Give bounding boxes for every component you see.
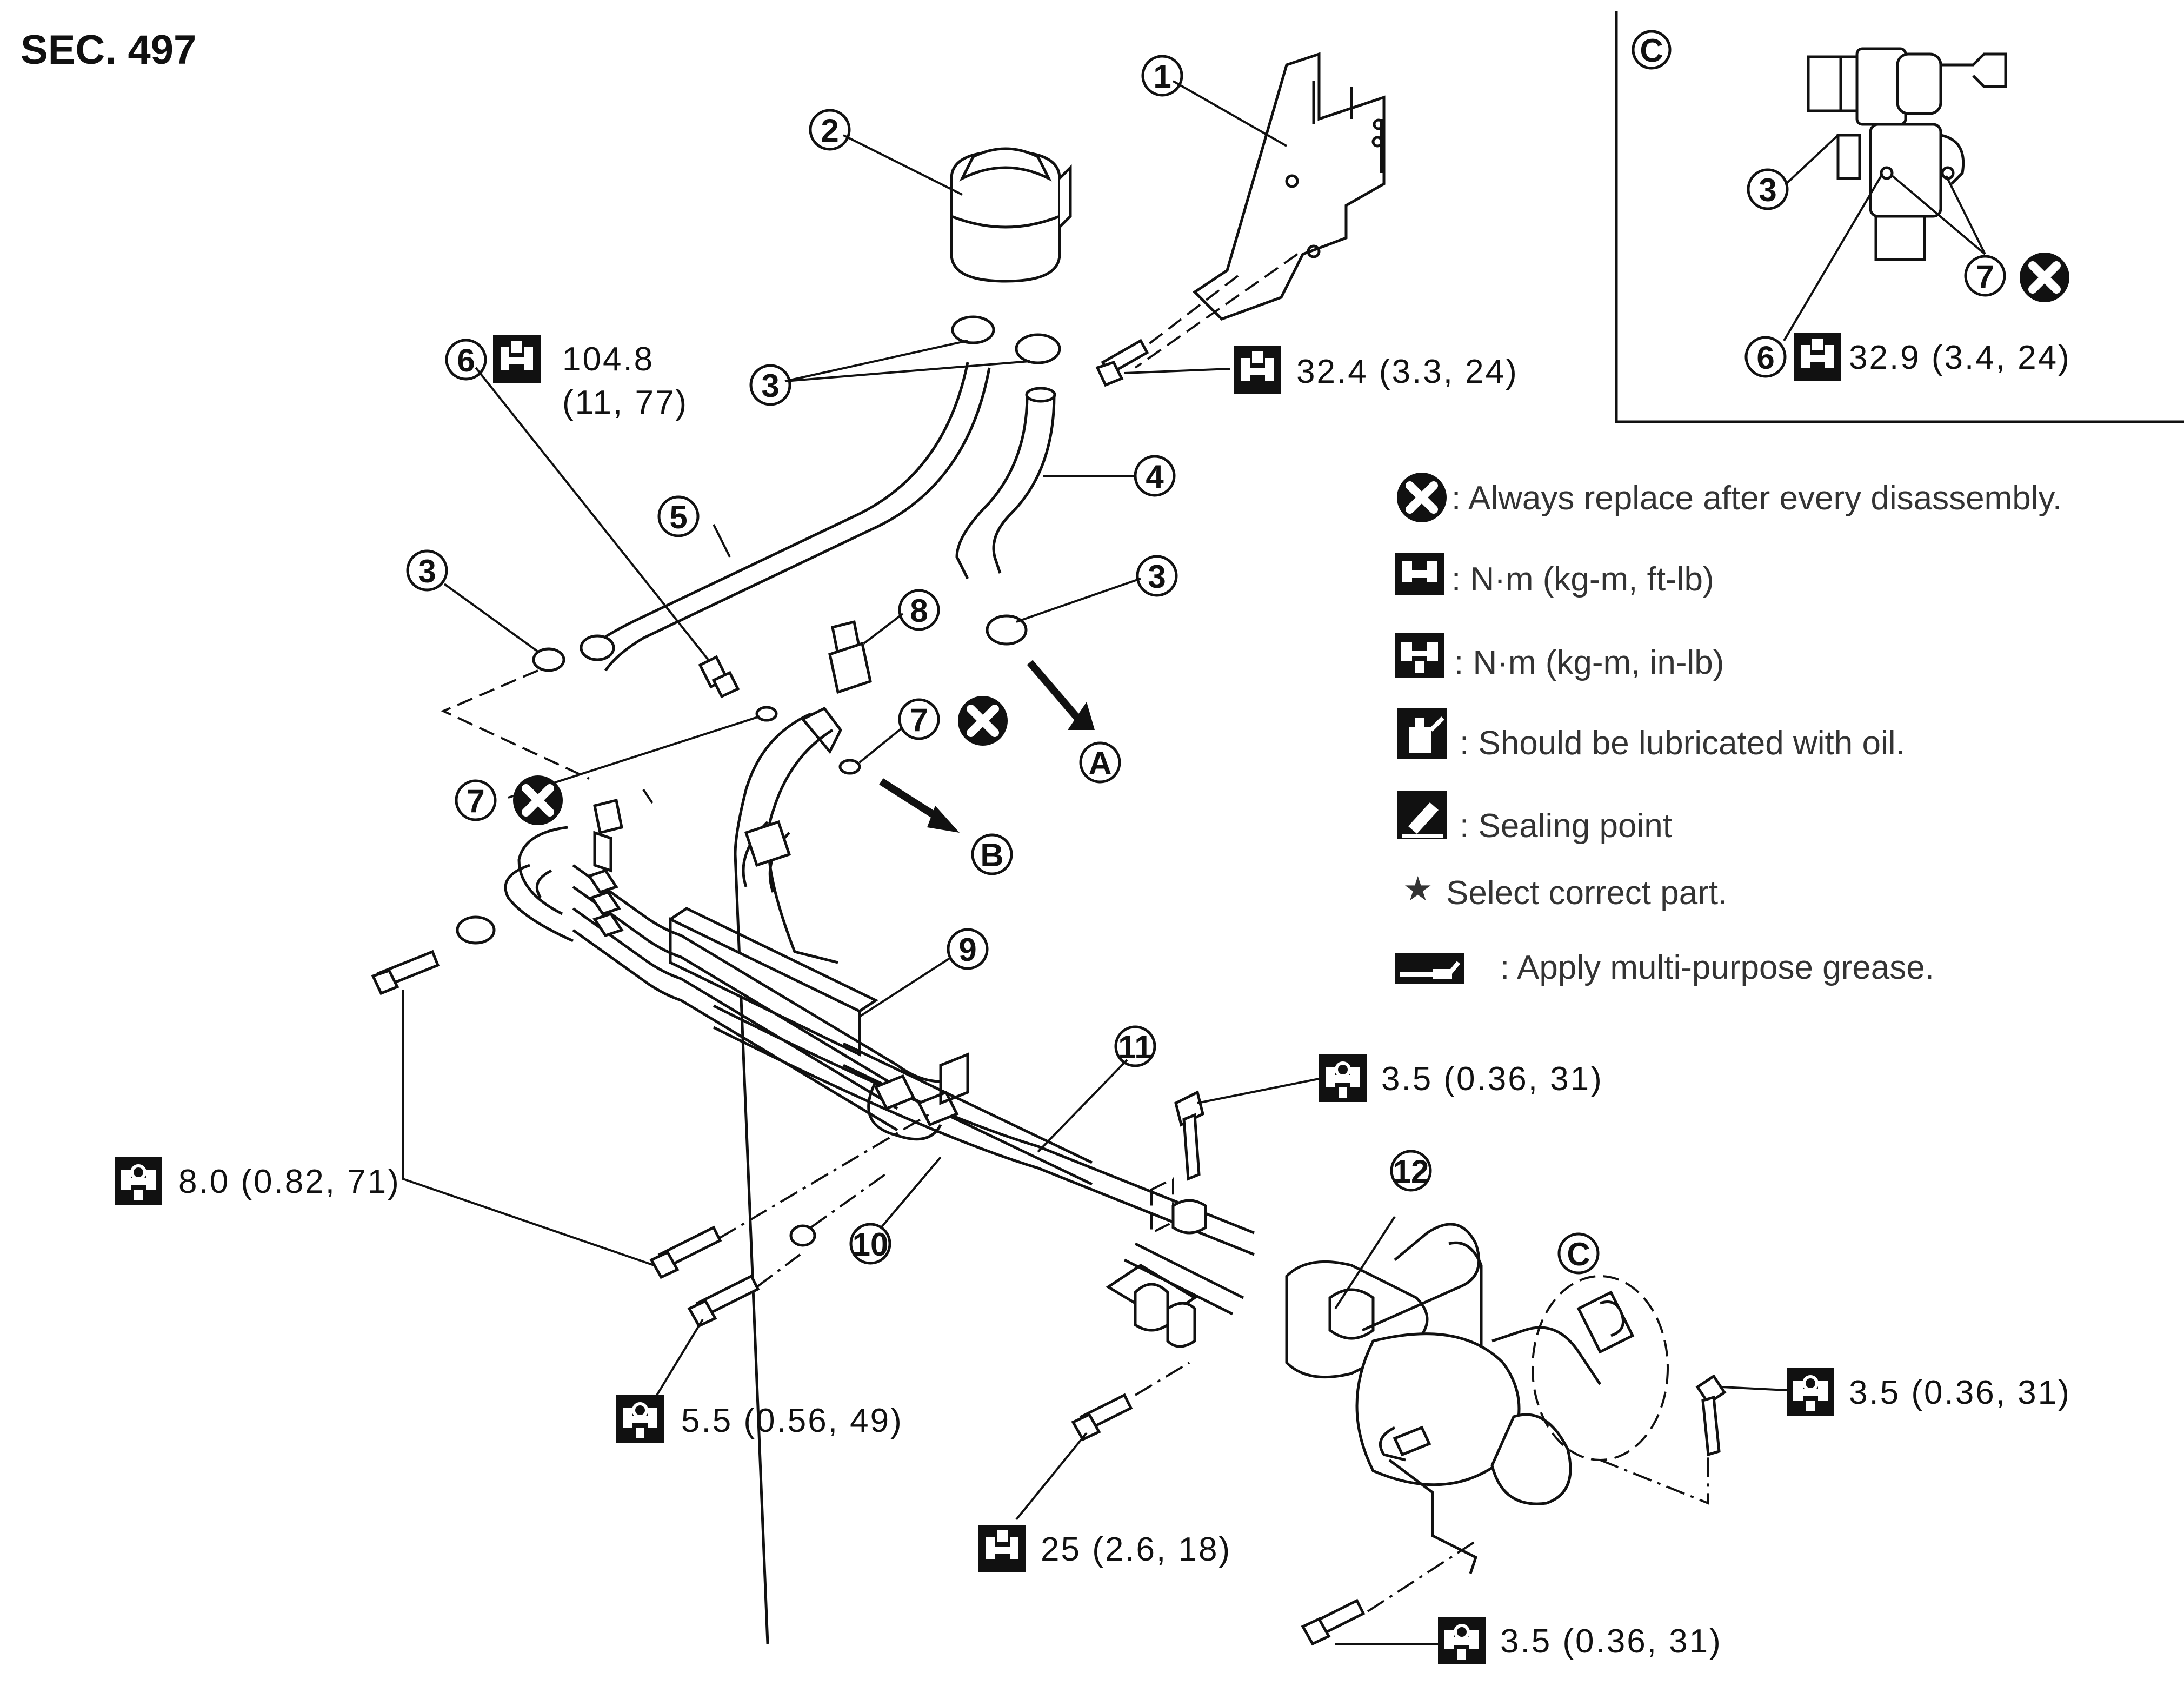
hose-clamps: 3 [749,315,1061,406]
steering-gear: C 12 3.5 (0.36, 31) 25 (2.6, 18) 3.5 (0.… [978,1150,2071,1664]
callout-3-b: 3 [1148,559,1166,595]
legend-inlb-text: : N·m (kg-m, in-lb) [1454,644,1724,681]
replace-icon [2020,253,2069,302]
pressure-hose: 8 7 B 7 [455,589,1013,1644]
callout-c: C [1567,1236,1590,1272]
torque-icon [493,335,541,383]
oil-cooler: 9 [371,798,989,1132]
legend-oil-text: : Should be lubricated with oil. [1460,725,1905,762]
callout-6: 6 [457,342,475,379]
callout-11: 11 [1118,1029,1152,1065]
detail-c-frame [1615,11,2184,423]
callout-10: 10 [853,1226,889,1263]
callout-12: 12 [1393,1153,1429,1190]
cooler-lines: 10 11 [713,1004,1255,1348]
torque-icon [1234,346,1281,394]
torque-icon [1794,333,1841,381]
callout-7-detail: 7 [1976,258,1994,295]
torque-icon [1319,1054,1367,1102]
callout-4: 4 [1146,459,1164,495]
callout-8: 8 [910,593,928,629]
bracket-bolt: 32.4 (3.3, 24) [1095,339,1519,394]
torque-bracket: 32.4 (3.3, 24) [1296,353,1519,390]
torque-cooler-left: 8.0 (0.82, 71) [178,1163,401,1200]
legend: : Always replace after every disassembly… [1395,473,2062,986]
cooler-bolts: 8.0 (0.82, 71) 5.5 (0.56, 49) [115,990,931,1443]
callout-c-detail: C [1640,32,1663,69]
callout-7-a: 7 [467,783,484,819]
grease-icon [1395,953,1464,984]
callout-1: 1 [1153,58,1171,95]
callout-b: B [980,837,1003,873]
replace-icon [1397,473,1447,522]
clamp-bolt-top: 3.5 (0.36, 31) [1171,1054,1603,1235]
oil-can-icon [1397,708,1447,759]
left-clamp: 3 [406,549,590,780]
eye-bolt: 6 104.8 (11, 77) [445,335,740,699]
torque-icon [616,1395,664,1443]
callout-3-c: 3 [418,553,436,589]
torque-gear-mount: 25 (2.6, 18) [1041,1531,1231,1568]
callout-3-a: 3 [761,368,779,404]
return-hose: 4 3 A [955,387,1178,784]
reservoir-bracket: 1 [1134,52,1386,369]
reservoir-tank: 2 [809,109,1072,283]
legend-ftlb-text: : N·m (kg-m, ft-lb) [1451,561,1714,598]
torque-hose6-line2: (11, 77) [562,384,688,421]
star-icon: ★ [1403,871,1433,908]
torque-icon [1787,1368,1834,1416]
callout-7-b: 7 [910,702,928,738]
detail-c-illustration: C 3 7 6 32.9 (3.4, 24) [1632,30,2071,381]
suction-hose: 5 [580,362,991,672]
section-title: SEC. 497 [21,27,196,73]
callout-6-detail: 6 [1756,340,1774,376]
torque-gear-right: 3.5 (0.36, 31) [1849,1374,2071,1411]
torque-icon [115,1157,162,1205]
torque-icon [1438,1617,1486,1664]
callout-3-detail: 3 [1759,172,1776,208]
torque-nm-inlb-icon [1395,633,1444,678]
legend-grease-text: : Apply multi-purpose grease. [1500,949,1934,986]
torque-detail-c: 32.9 (3.4, 24) [1849,339,2071,376]
callout-5: 5 [669,499,687,535]
torque-hose6-line1: 104.8 [562,341,654,378]
legend-replace-text: : Always replace after every disassembly… [1451,480,2062,517]
legend-sealing-text: : Sealing point [1460,807,1672,845]
torque-gear-bottom: 3.5 (0.36, 31) [1500,1623,1722,1660]
torque-nm-ftlb-icon [1395,553,1444,595]
replace-icon [513,775,563,825]
replace-icon [958,696,1008,746]
callout-9: 9 [958,932,976,968]
legend-star-text: Select correct part. [1446,874,1727,912]
callout-a: A [1088,745,1111,781]
torque-clamp-top: 3.5 (0.36, 31) [1381,1060,1603,1098]
sealing-point-icon [1397,791,1447,839]
torque-cooler-bottom: 5.5 (0.56, 49) [681,1402,903,1439]
callout-2: 2 [821,112,838,149]
torque-icon [978,1525,1026,1572]
